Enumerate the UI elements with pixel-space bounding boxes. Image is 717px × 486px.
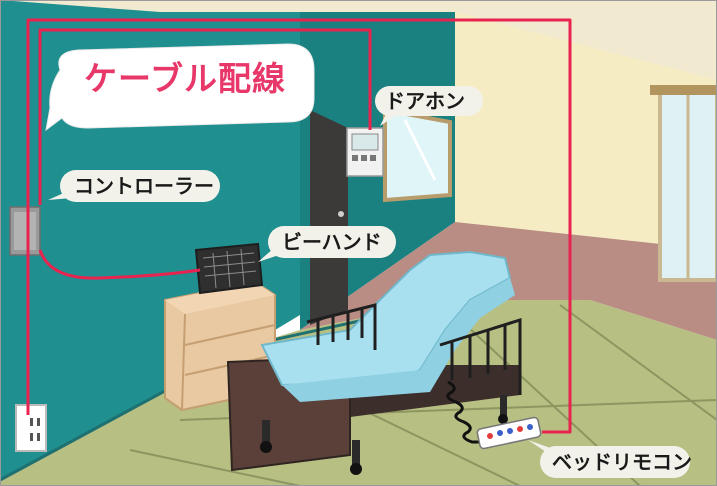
bed-remote-label: ベッドリモコン bbox=[552, 450, 692, 474]
wall-outlet bbox=[15, 404, 47, 452]
door bbox=[310, 110, 348, 325]
bed-remote-device bbox=[476, 416, 542, 450]
controller-bubble bbox=[60, 170, 220, 202]
bed-remote-bubble bbox=[540, 446, 690, 478]
back-window bbox=[383, 107, 452, 203]
controller-label: コントローラー bbox=[74, 174, 214, 198]
cable-lines bbox=[26, 18, 572, 434]
behand-bubble bbox=[268, 226, 396, 258]
doorphone-label: ドアホン bbox=[385, 89, 465, 113]
remote-cord bbox=[446, 380, 484, 444]
behand-device bbox=[194, 242, 264, 295]
cable-wiring-title: ケーブル配線 bbox=[84, 59, 287, 98]
behand-label: ビーハンド bbox=[282, 230, 382, 254]
doorphone-bubble bbox=[375, 86, 483, 116]
title-bubble bbox=[45, 43, 315, 132]
care-bed bbox=[226, 250, 522, 475]
ceiling bbox=[0, 0, 717, 95]
